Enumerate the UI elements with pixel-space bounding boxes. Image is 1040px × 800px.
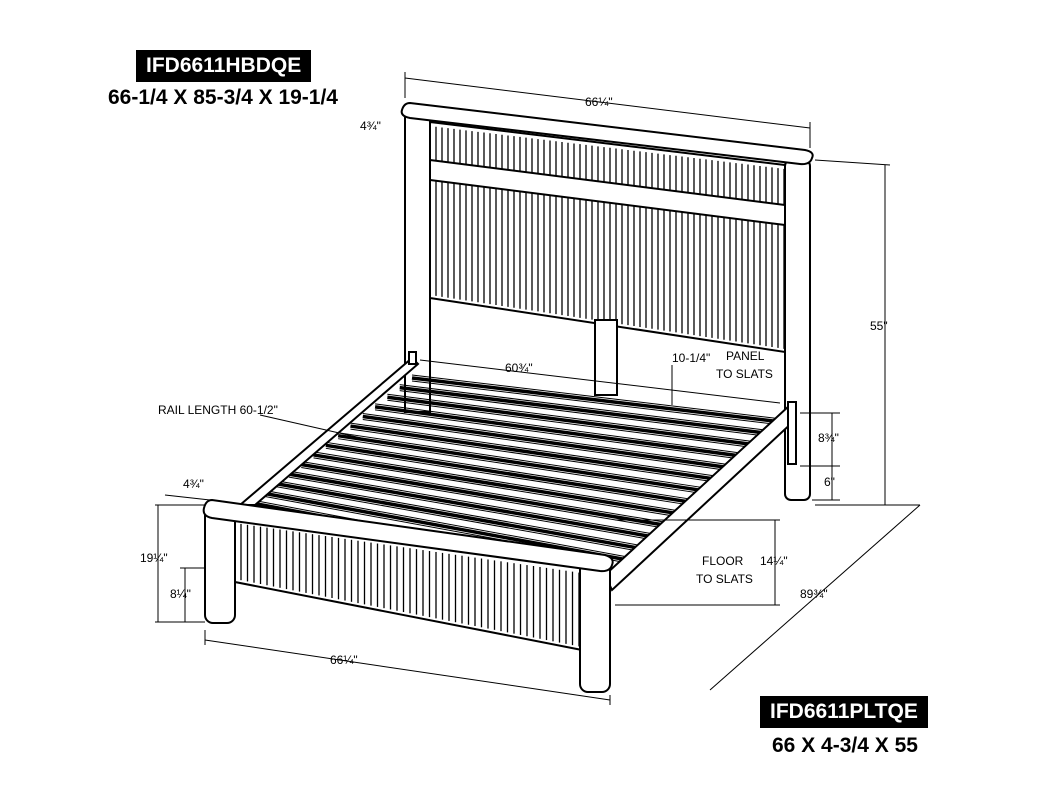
panel-to-slats-line1: PANEL	[726, 349, 765, 363]
fb-clearance-label: 8¼"	[170, 587, 191, 601]
slat-edge	[264, 489, 626, 558]
slat	[362, 414, 736, 471]
slat	[325, 443, 695, 505]
slat	[276, 482, 640, 550]
slat-edge	[301, 461, 667, 523]
slat-edge	[411, 380, 791, 427]
inner-width-label: 60¾"	[505, 361, 533, 375]
slat-edge	[338, 438, 708, 495]
overall-length-label: 89¾"	[800, 587, 828, 601]
fb-cap-thickness-label: 4¾"	[183, 477, 204, 491]
right-rail-bracket	[787, 401, 797, 465]
headboard-dimensions: 66-1/4 X 85-3/4 X 19-1/4	[108, 86, 338, 109]
slat-edge	[313, 457, 681, 518]
slat-edge	[350, 422, 722, 478]
slat	[300, 462, 668, 528]
dimension-lines	[155, 72, 921, 705]
slat	[387, 395, 763, 448]
floor-to-slats-value: 14¼"	[760, 554, 788, 568]
headboard	[400, 101, 814, 501]
slat	[350, 424, 722, 482]
slat-edge	[375, 409, 749, 461]
slat-edge	[411, 374, 791, 421]
slat-edge	[276, 480, 640, 546]
slat-edge	[288, 476, 654, 541]
slat	[411, 376, 791, 425]
slat-edge	[338, 432, 708, 489]
hb-width-label: 66¼"	[585, 95, 613, 109]
center-support	[594, 319, 618, 396]
panel-to-slats-line2: TO SLATS	[716, 367, 773, 381]
left-rail-bracket	[408, 351, 417, 365]
footboard-grooves	[240, 523, 580, 647]
headboard-cap	[400, 101, 814, 166]
rail-height-label: 8¾"	[818, 431, 839, 445]
slat-edge	[313, 451, 681, 512]
footboard-left-post	[204, 504, 236, 624]
slats	[251, 374, 791, 575]
hb-height-label: 55"	[870, 319, 888, 333]
headboard-model-badge: IFD6611HBDQE	[136, 50, 312, 82]
slat-edge	[350, 428, 722, 484]
panel-model-badge: IFD6611PLTQE	[760, 696, 928, 728]
slat-edge	[387, 393, 763, 444]
headboard-grooves	[435, 126, 785, 349]
slat-edge	[375, 403, 749, 455]
slat	[374, 405, 750, 459]
slat-edge	[288, 470, 654, 535]
footboard-right-post	[579, 559, 611, 693]
slat-edge	[276, 486, 640, 552]
hb-cap-thickness-label: 4¾"	[360, 119, 381, 133]
rail-clearance-label: 6"	[824, 475, 835, 489]
slat-edge	[362, 418, 736, 473]
slat-edge	[325, 447, 695, 507]
dimension-labels: 4¾" 66¼" 55" 60¾" 10-1/4" PANEL TO SLATS…	[140, 95, 888, 667]
rail-length-label: RAIL LENGTH 60-1/2"	[158, 403, 278, 417]
slat-edge	[362, 412, 736, 467]
slat	[313, 453, 681, 516]
slat-edge	[399, 390, 777, 438]
slat-edge	[387, 399, 763, 450]
panel-to-slats-value: 10-1/4"	[672, 351, 710, 365]
footboard-cap	[202, 498, 614, 573]
footboard	[202, 498, 614, 693]
panel-dimensions: 66 X 4-3/4 X 55	[772, 734, 918, 757]
slat-edge	[301, 467, 667, 529]
slat	[399, 385, 777, 437]
slat	[337, 433, 709, 494]
slat-edge	[325, 441, 695, 501]
slat	[288, 472, 654, 539]
floor-to-slats-line1: FLOOR	[702, 554, 744, 568]
floor-to-slats-line2: TO SLATS	[696, 572, 753, 586]
fb-height-label: 19¼"	[140, 551, 168, 565]
slat-edge	[399, 384, 777, 432]
fb-width-label: 66¼"	[330, 653, 358, 667]
